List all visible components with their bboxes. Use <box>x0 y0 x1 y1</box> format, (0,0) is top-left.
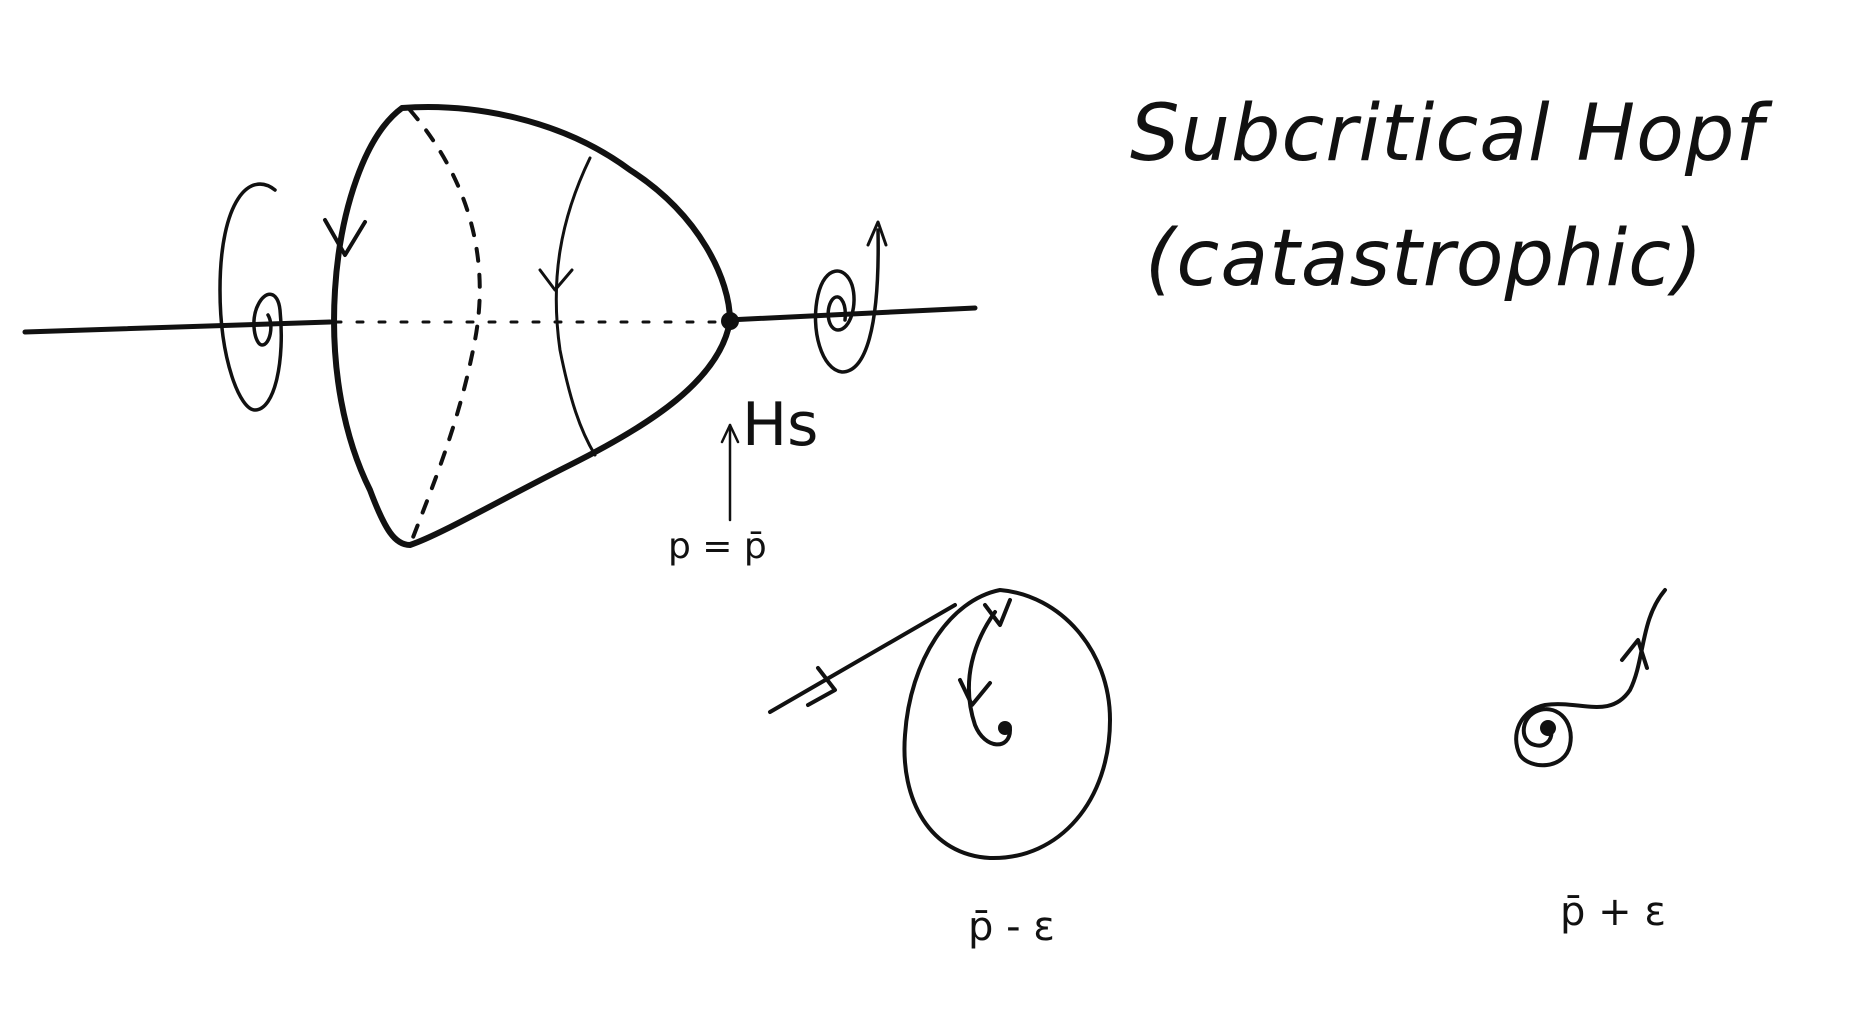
hopf-label-group: Hs p = p̄ <box>668 390 818 567</box>
right-spiral <box>813 220 888 374</box>
phase-portrait-before: p̄ - ε <box>768 588 1112 950</box>
after-label: p̄ + ε <box>1560 889 1666 935</box>
phase-portrait-after: p̄ + ε <box>1514 588 1667 935</box>
title-line-2: (catastrophic) <box>1145 214 1703 304</box>
hs-label: Hs <box>742 390 818 460</box>
parameter-label: p = p̄ <box>668 526 767 567</box>
before-label: p̄ - ε <box>968 904 1055 950</box>
left-spiral <box>218 182 284 412</box>
unstable-cycle-paraboloid <box>323 104 733 548</box>
title-line-1: Subcritical Hopf <box>1130 89 1773 179</box>
